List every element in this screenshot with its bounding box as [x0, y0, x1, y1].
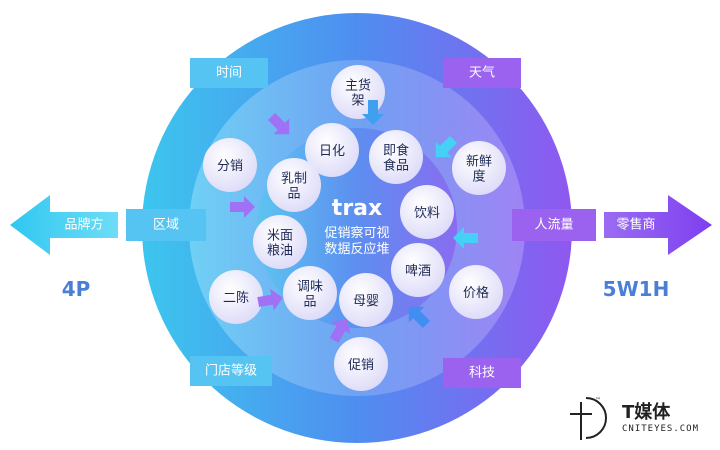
arrow-right-retailer: 零售商: [604, 195, 712, 255]
logo: ™ T媒体 CNITEYES.COM: [568, 392, 718, 444]
arrow-left-brand: 品牌方: [10, 195, 118, 255]
tag-weather: 天气: [443, 58, 521, 88]
svg-text:区域: 区域: [153, 218, 179, 233]
logo-name: T媒体: [622, 402, 671, 423]
outer-bubble-4-circle: [209, 270, 263, 324]
inner-bubble-6-label: 粮油: [267, 244, 293, 259]
inner-bubble-5-circle: [283, 266, 337, 320]
outer-bubble-0-label: 架: [351, 94, 364, 109]
pointer-arrow-icon-0: [267, 112, 290, 135]
inner-bubble-0-circle: [305, 123, 359, 177]
inner-bubble-2-label: 饮料: [414, 206, 440, 221]
outer-bubble-3-label: 促销: [348, 358, 374, 373]
inner-bubble-6-circle: [253, 215, 307, 269]
outer-bubble-4: 二陈: [209, 270, 263, 324]
inner-bubble-5-label: 调味: [297, 280, 323, 295]
outer-bubble-1: 新鲜度: [452, 141, 506, 195]
logo-tm: ™: [595, 397, 601, 404]
outer-bubble-2-circle: [449, 265, 503, 319]
outer-bubble-2-label: 价格: [463, 285, 489, 301]
inner-bubble-7-label: 品: [287, 187, 300, 202]
outer-bubble-1-label: 新鲜: [466, 154, 492, 170]
svg-text:人流量: 人流量: [534, 218, 573, 233]
svg-text:天气: 天气: [469, 65, 495, 81]
center-line-2: 数据反应堆: [324, 241, 389, 257]
side-label-5w1h: 5W1H: [603, 277, 670, 301]
inner-bubble-3-circle: [391, 243, 445, 297]
inner-bubble-4: 母婴: [339, 273, 393, 327]
center-line-1: 促销察可视: [324, 226, 389, 241]
outer-bubble-3: 促销: [334, 337, 388, 391]
inner-bubble-2-circle: [400, 185, 454, 239]
outer-bubble-0-label: 主货: [345, 78, 371, 94]
pointer-arrow-icon-5: [329, 318, 351, 343]
inner-bubble-2: 饮料: [400, 185, 454, 239]
pointer-arrow-icon-7: [230, 196, 255, 218]
small-arrows-layer: [230, 100, 478, 343]
outer-bubble-1-label: 度: [472, 169, 485, 185]
outer-bubble-5-circle: [203, 138, 257, 192]
inner-bubble-0-label: 日化: [319, 144, 345, 159]
tag-tech: 科技: [443, 358, 521, 388]
inner-bubble-6-label: 米面: [267, 229, 293, 244]
outer-bubble-1-circle: [452, 141, 506, 195]
center-brand: trax: [332, 196, 382, 221]
arrow-right-label: 零售商: [616, 217, 655, 233]
inner-bubble-1-label: 即食: [383, 143, 409, 159]
inner-bubble-5-label: 品: [303, 295, 316, 310]
tag-traffic: 人流量: [512, 209, 596, 241]
pointer-arrow-icon-6: [257, 288, 283, 311]
pointer-arrow-icon-3: [453, 227, 478, 249]
pointer-arrow-icon-4: [408, 306, 431, 329]
outer-bubble-5-label: 分销: [217, 159, 243, 174]
tag-time: 时间: [190, 58, 268, 88]
pointer-arrow-icon-1: [362, 100, 384, 125]
inner-bubble-7-label: 乳制: [281, 172, 307, 187]
inner-bubble-3-label: 啤酒: [405, 264, 431, 279]
bubbles-layer: 日化即食食品饮料啤酒母婴调味品米面粮油乳制品主货架新鲜度价格促销二陈分销: [203, 65, 506, 391]
inner-bubble-7-circle: [267, 158, 321, 212]
outer-bubble-3-circle: [334, 337, 388, 391]
side-label-4p: 4P: [62, 277, 91, 301]
outer-bubble-2: 价格: [449, 265, 503, 319]
logo-mark-icon: ™: [570, 397, 607, 440]
logo-url: CNITEYES.COM: [622, 424, 700, 434]
inner-bubble-0: 日化: [305, 123, 359, 177]
inner-bubble-4-label: 母婴: [353, 294, 379, 309]
inner-bubble-1-label: 食品: [383, 158, 409, 174]
pointer-arrow-icon-2: [435, 135, 458, 158]
arrow-left-label: 品牌方: [64, 217, 103, 233]
inner-bubble-7: 乳制品: [267, 158, 321, 212]
svg-text:门店等级: 门店等级: [205, 363, 257, 379]
inner-bubble-1-circle: [369, 130, 423, 184]
tag-region: 区域: [126, 209, 206, 241]
inner-bubble-5: 调味品: [283, 266, 337, 320]
outer-bubble-5: 分销: [203, 138, 257, 192]
outer-bubble-4-label: 二陈: [223, 290, 249, 306]
svg-text:时间: 时间: [216, 66, 242, 81]
svg-text:科技: 科技: [469, 366, 495, 381]
inner-bubble-3: 啤酒: [391, 243, 445, 297]
inner-bubble-4-circle: [339, 273, 393, 327]
tag-store-level: 门店等级: [190, 356, 272, 386]
